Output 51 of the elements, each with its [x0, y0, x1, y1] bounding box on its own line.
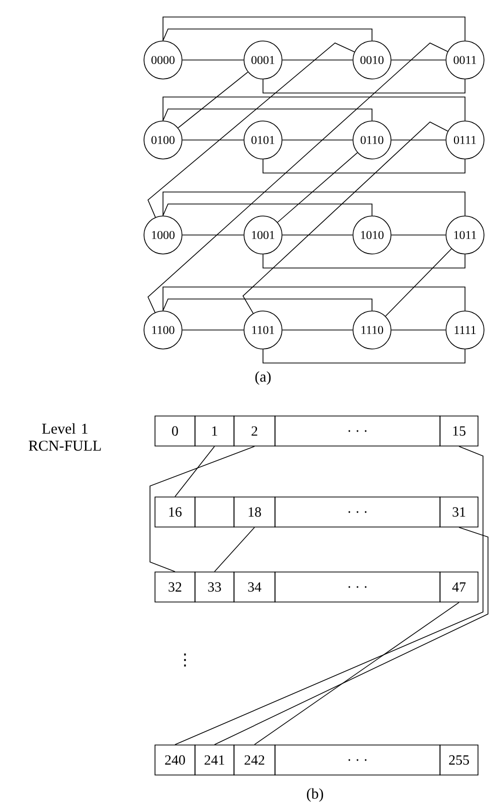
memory-cell: 255 [440, 744, 478, 776]
memory-cell [194, 496, 234, 528]
connector-line [162, 16, 466, 41]
memory-cell: 16 [154, 496, 196, 528]
memory-cell: 242 [234, 744, 276, 776]
memory-cell: 240 [154, 744, 196, 776]
memory-cell: 18 [234, 496, 276, 528]
connector-line [262, 349, 466, 364]
memory-cell: 47 [440, 572, 478, 602]
connector-line [385, 248, 452, 317]
connector-line [254, 602, 460, 745]
memory-cell: . . . [274, 744, 440, 776]
memory-cell: 241 [194, 744, 234, 776]
connector-line [282, 234, 353, 236]
caption-text: Level 1 RCN-FULL [28, 423, 101, 451]
memory-cell: . . . [274, 496, 440, 528]
connector-line [214, 527, 255, 572]
connector-line [148, 42, 355, 218]
memory-cell: 33 [194, 572, 234, 602]
memory-cell: 31 [440, 496, 478, 528]
connector-line [242, 122, 448, 314]
connector-line [162, 286, 466, 311]
memory-cell: . . . [274, 572, 440, 602]
memory-cell: 32 [154, 572, 196, 602]
connector-line [162, 96, 466, 121]
memory-cell: . . . [274, 416, 440, 446]
connector-line [391, 234, 446, 236]
connector-line [148, 42, 448, 313]
caption-text: (a) [255, 371, 271, 385]
connector-line [214, 527, 488, 745]
connector-line [150, 446, 255, 572]
connector-line [182, 234, 244, 236]
connector-line [162, 192, 466, 216]
memory-cell: 15 [440, 416, 478, 446]
memory-cell: 1 [194, 416, 234, 446]
connector-line [162, 204, 372, 216]
connector-line [162, 28, 372, 41]
caption-text: (b) [306, 788, 324, 802]
connector-line [262, 159, 466, 174]
connector-line [262, 254, 466, 268]
memory-cell: 34 [234, 572, 276, 602]
connector-line [162, 108, 372, 121]
caption-text: ⋮ [184, 654, 186, 666]
connector-line [162, 298, 372, 311]
connector-line [174, 446, 484, 745]
connector-line [174, 446, 215, 497]
connector-line [277, 152, 358, 223]
connector-line [262, 79, 466, 94]
memory-cell: 2 [234, 416, 276, 446]
memory-cell: 0 [154, 416, 196, 446]
connector-line [178, 72, 248, 128]
